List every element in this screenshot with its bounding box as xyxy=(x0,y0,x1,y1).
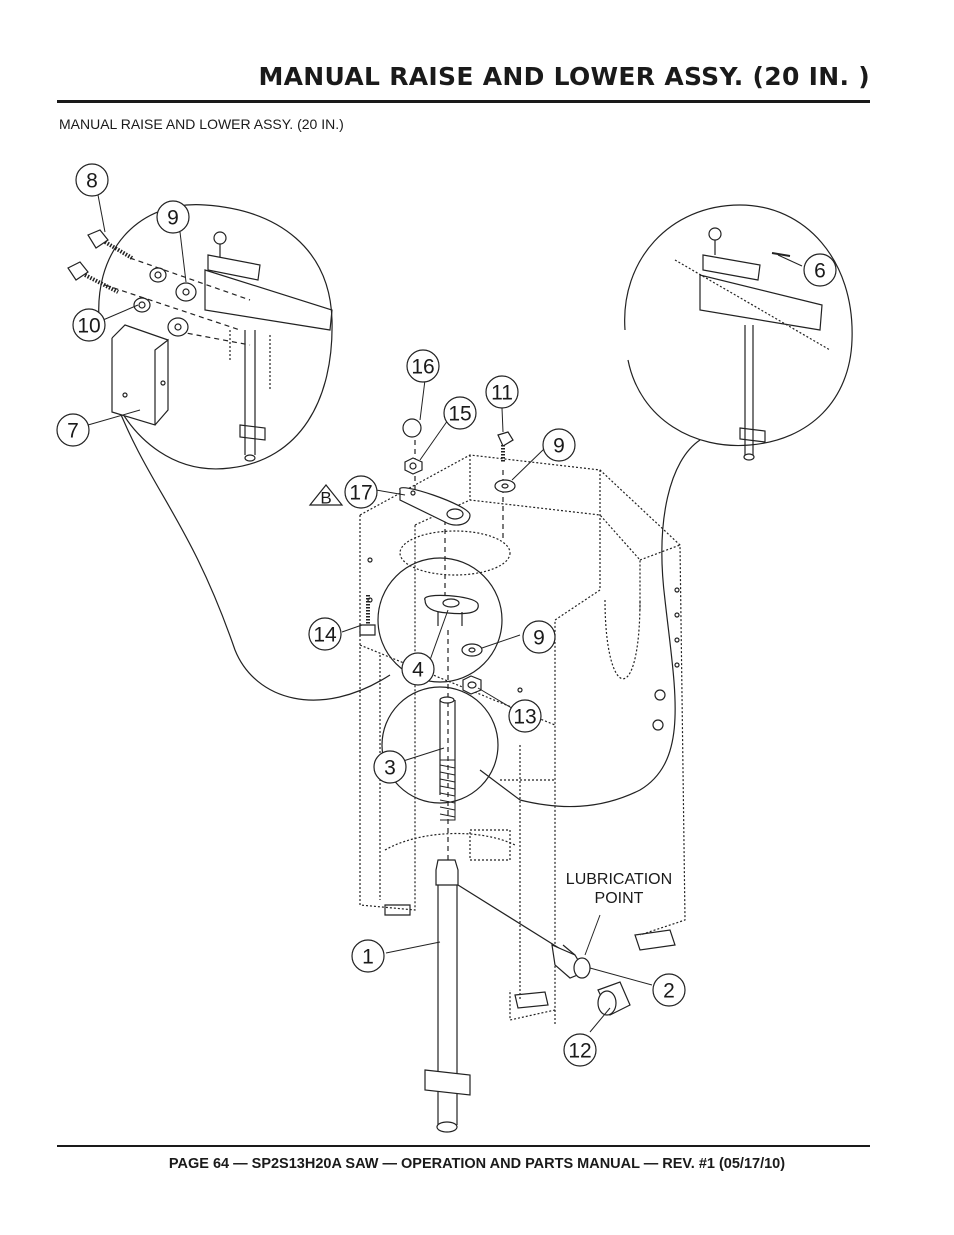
callout-12: 12 xyxy=(568,1040,591,1063)
header-rule xyxy=(57,100,870,103)
callout-11: 11 xyxy=(491,382,513,405)
callout-9b: 9 xyxy=(553,435,565,458)
callout-17: 17 xyxy=(349,482,372,505)
lubrication-label-line1: LUBRICATION xyxy=(566,871,672,888)
callout-4: 4 xyxy=(412,659,424,682)
callout-16: 16 xyxy=(411,356,434,379)
callout-bubble xyxy=(75,163,109,197)
callout-14: 14 xyxy=(313,624,337,647)
callout-1: 1 xyxy=(362,946,374,969)
callout-10: 10 xyxy=(77,315,100,338)
page-footer: PAGE 64 — SP2S13H20A SAW — OPERATION AND… xyxy=(168,1156,786,1172)
callout-15: 15 xyxy=(448,403,471,426)
flag-b-label: B xyxy=(320,489,331,508)
callout-3: 3 xyxy=(384,757,396,780)
callout-6: 6 xyxy=(814,260,826,283)
callout-8: 8 xyxy=(86,170,98,193)
callout-7: 7 xyxy=(67,420,79,443)
diagram-subtitle: MANUAL RAISE AND LOWER ASSY. (20 IN.) xyxy=(59,116,344,132)
callout-2: 2 xyxy=(663,980,675,1003)
callout-13: 13 xyxy=(513,706,536,729)
callout-9a: 9 xyxy=(167,207,179,230)
page-title: MANUAL RAISE AND LOWER ASSY. (20 IN. ) xyxy=(258,62,870,91)
footer-rule xyxy=(57,1145,870,1147)
callout-9c: 9 xyxy=(533,627,545,650)
lubrication-label-line2: POINT xyxy=(595,890,644,907)
